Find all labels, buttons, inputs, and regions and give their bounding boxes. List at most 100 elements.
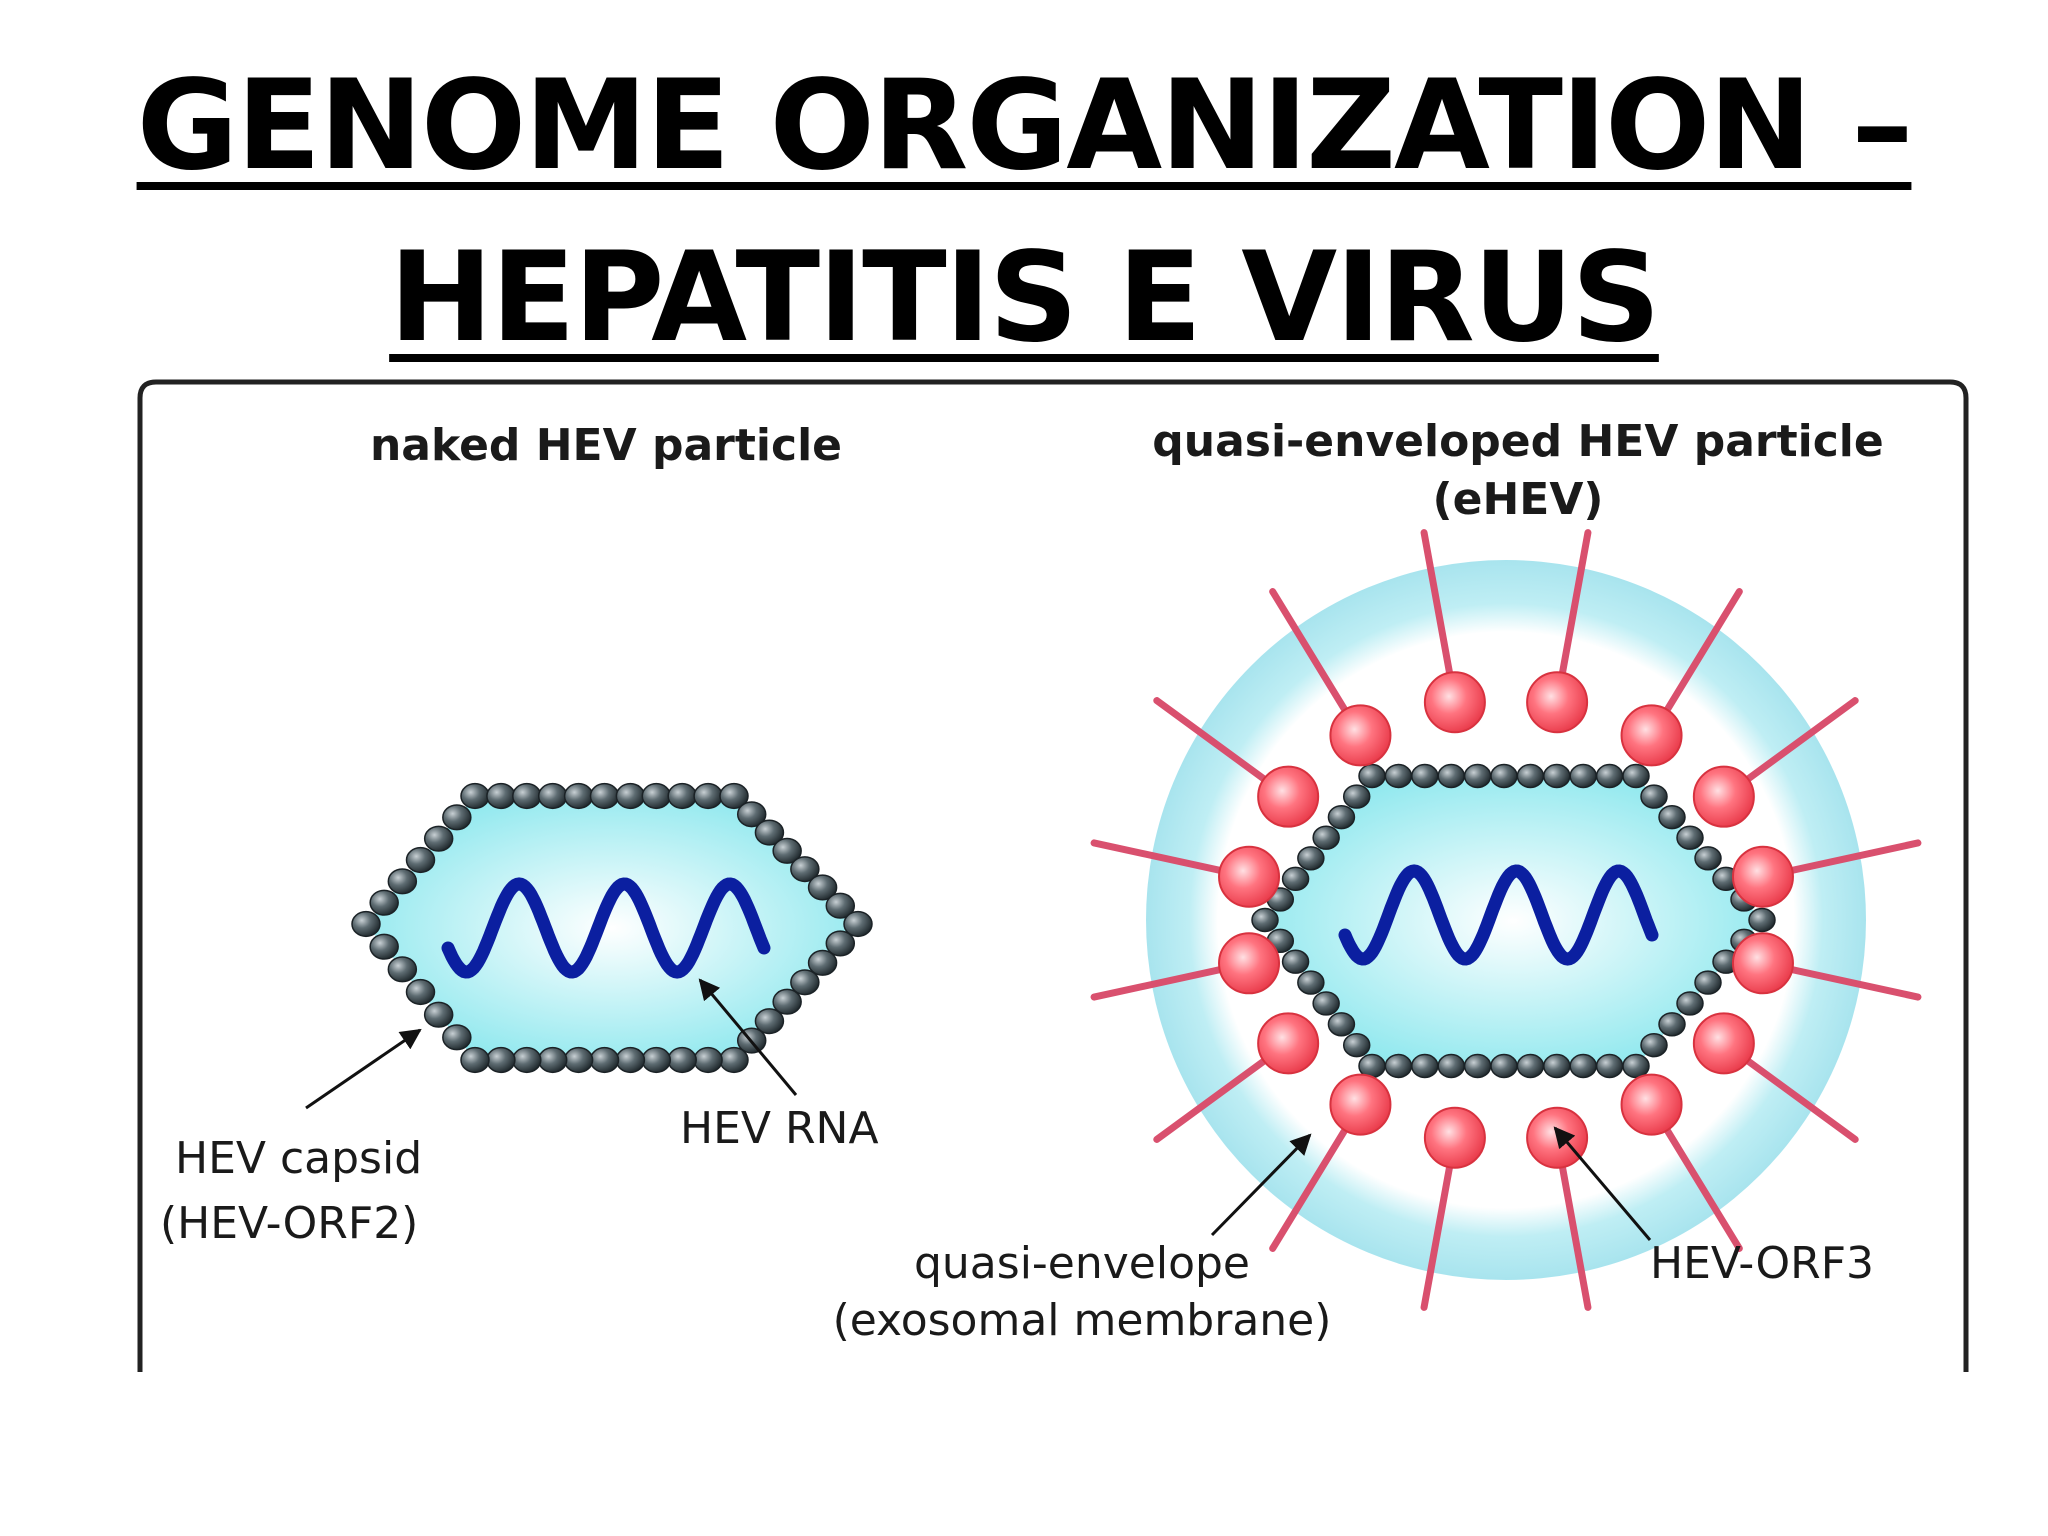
capsid-bead: [1411, 763, 1439, 789]
capsid-bead: [1297, 846, 1325, 871]
orf3-protein: [1257, 765, 1320, 828]
naked-capsid-core: [366, 796, 858, 1060]
orf3-protein: [1218, 932, 1281, 995]
capsid-bead: [641, 782, 672, 810]
capsid-arrow: [305, 1028, 422, 1110]
capsid-bead: [1516, 1053, 1545, 1079]
rna-arrow: [698, 978, 798, 1096]
capsid-bead: [1640, 784, 1668, 809]
orf3-protein: [1218, 845, 1281, 908]
capsid-bead: [351, 910, 381, 938]
capsid-bead: [1281, 949, 1310, 974]
capsid-bead: [387, 956, 418, 983]
capsid-bead: [1342, 1032, 1371, 1058]
capsid-bead: [1543, 763, 1571, 789]
capsid-bead: [423, 825, 454, 852]
orf3-protein: [1692, 765, 1755, 828]
naked-heading: naked HEV particle: [370, 420, 842, 471]
capsid-bead: [1312, 825, 1340, 850]
envelope-label-line-2: (exosomal membrane): [833, 1295, 1332, 1346]
capsid-bead: [1694, 970, 1722, 995]
enveloped-particle: [1090, 529, 1922, 1311]
capsid-bead: [563, 1046, 594, 1074]
figure-frame: [137, 379, 1969, 1372]
capsid-bead: [719, 1046, 749, 1074]
orf3-protein: [1620, 704, 1683, 767]
orf3-proteins: [1218, 671, 1794, 1169]
orf3-protein: [1620, 1073, 1683, 1136]
enveloped-capsid-beads: [1251, 763, 1776, 1079]
orf3-protein: [1731, 845, 1794, 908]
orf3-label: HEV-ORF3: [1650, 1238, 1874, 1289]
capsid-bead: [1281, 866, 1310, 892]
capsid-bead: [1437, 1053, 1465, 1079]
capsid-bead: [1251, 907, 1279, 933]
capsid-bead: [486, 782, 516, 810]
capsid-bead: [1658, 1012, 1686, 1037]
capsid-bead: [1490, 1053, 1518, 1079]
capsid-bead: [736, 801, 767, 828]
capsid-bead: [1490, 763, 1518, 789]
capsid-bead: [1622, 1053, 1650, 1079]
capsid-bead: [667, 1046, 697, 1074]
capsid-bead: [754, 1008, 785, 1035]
capsid-bead: [387, 868, 418, 895]
orf3-protein: [1423, 1106, 1486, 1169]
capsid-bead: [1543, 1053, 1571, 1079]
enveloped-capsid-core: [1265, 776, 1762, 1066]
capsid-bead: [1622, 763, 1650, 789]
capsid-bead: [369, 889, 399, 916]
envelope-arrow: [1210, 1133, 1312, 1237]
capsid-bead: [772, 988, 802, 1015]
orf3-protein: [1731, 932, 1794, 995]
capsid-bead: [460, 782, 490, 810]
capsid-bead: [641, 1046, 672, 1074]
capsid-bead: [1569, 1053, 1597, 1079]
capsid-bead: [1327, 1012, 1356, 1037]
capsid-bead: [512, 782, 542, 810]
capsid-bead: [667, 782, 697, 810]
orf3-protein: [1526, 671, 1589, 734]
rna-label: HEV RNA: [680, 1103, 879, 1154]
capsid-bead: [790, 969, 820, 996]
capsid-bead: [442, 804, 472, 831]
capsid-bead: [1297, 970, 1325, 995]
capsid-bead: [442, 1024, 472, 1051]
slide-title: GENOME ORGANIZATION – HEPATITIS E VIRUS: [0, 40, 2048, 384]
capsid-bead: [589, 782, 620, 810]
capsid-label-line-2: (HEV-ORF2): [160, 1198, 418, 1249]
capsid-bead: [1516, 763, 1545, 789]
capsid-bead: [615, 782, 646, 810]
capsid-bead: [1748, 907, 1776, 933]
orf3-protein: [1329, 1073, 1392, 1136]
capsid-bead: [693, 782, 723, 810]
capsid-bead: [1463, 1053, 1492, 1079]
capsid-bead: [563, 782, 594, 810]
enveloped-heading-line-1: quasi-enveloped HEV particle: [1152, 416, 1883, 467]
capsid-bead: [1327, 804, 1356, 830]
capsid-bead: [1569, 763, 1597, 789]
orf3-arrow: [1553, 1126, 1652, 1241]
naked-rna-strand: [441, 877, 771, 979]
capsid-bead: [615, 1046, 646, 1074]
capsid-bead: [1384, 763, 1413, 789]
envelope-label-line-1: quasi-envelope: [914, 1238, 1250, 1289]
enveloped-heading-line-2: (eHEV): [1433, 474, 1604, 525]
capsid-bead: [460, 1046, 490, 1074]
capsid-bead: [537, 1046, 568, 1074]
capsid-bead: [843, 910, 873, 938]
capsid-bead: [1463, 763, 1492, 789]
capsid-bead: [1437, 763, 1465, 789]
title-line-1: GENOME ORGANIZATION –: [136, 54, 1914, 198]
capsid-bead: [1676, 825, 1704, 850]
naked-capsid-beads: [351, 782, 873, 1074]
capsid-bead: [486, 1046, 516, 1074]
capsid-bead: [1312, 991, 1340, 1016]
naked-particle: [351, 782, 873, 1074]
title-line-2: HEPATITIS E VIRUS: [389, 226, 1661, 370]
capsid-bead: [825, 930, 856, 957]
orf3-protein: [1329, 704, 1392, 767]
capsid-bead: [1595, 763, 1624, 789]
capsid-bead: [754, 819, 785, 846]
